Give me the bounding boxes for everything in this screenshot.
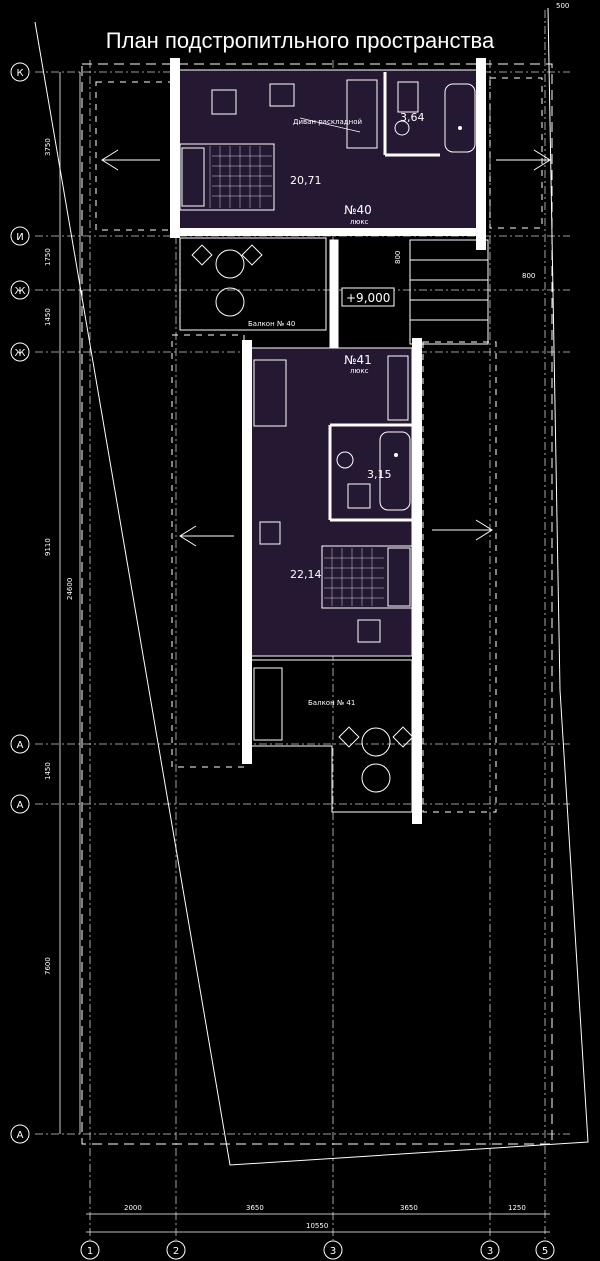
sofa-label: Диван раскладной	[293, 118, 362, 126]
room-41-type: люкс	[350, 367, 369, 375]
dim-bottom-4: 1250	[508, 1204, 526, 1212]
bottom-dim-line	[86, 1213, 550, 1233]
room-40-type: люкс	[350, 218, 369, 226]
level-mark: +9,000	[346, 291, 390, 305]
dim-bottom-total: 10550	[306, 1222, 328, 1230]
dim-left-3: 1450	[44, 308, 52, 326]
level-box	[341, 287, 395, 307]
dim-stair-small: 800	[394, 251, 402, 264]
balcony-41	[252, 659, 414, 813]
axis-bubbles-bottom	[80, 1240, 555, 1260]
axis-zh-1: Ж	[15, 286, 26, 297]
axis-bubbles-left	[10, 62, 30, 1144]
axis-a-2: А	[17, 800, 24, 811]
dim-bottom-2: 3650	[246, 1204, 264, 1212]
room-41-area: 22,14	[290, 568, 322, 581]
axis-5: 5	[542, 1246, 548, 1257]
balcony-40	[179, 237, 327, 331]
room-40-area: 20,71	[290, 174, 322, 187]
axis-i: И	[16, 232, 23, 243]
dim-left-6: 7600	[44, 957, 52, 975]
room-41-bath-area: 3,15	[367, 468, 392, 481]
room-40-number: №40	[344, 203, 372, 217]
axis-k: К	[16, 68, 23, 79]
slope-arrows	[101, 149, 551, 547]
dim-bottom-3: 3650	[400, 1204, 418, 1212]
axis-3-b: 3	[487, 1246, 493, 1257]
plan-title: План подстропитльного пространства	[105, 28, 495, 53]
balcony-40-label: Балкон № 40	[248, 320, 295, 328]
dim-top: 500	[556, 2, 569, 10]
room-41	[242, 338, 422, 824]
axis-1: 1	[87, 1246, 93, 1257]
dim-bottom-1: 2000	[124, 1204, 142, 1212]
balcony-41-label: Балкон № 41	[308, 699, 355, 707]
axis-a-3: А	[17, 1130, 24, 1141]
left-dim-line	[59, 72, 81, 1134]
dim-stair: 800	[522, 272, 535, 280]
room-41-number: №41	[344, 353, 372, 367]
axis-zh-2: Ж	[15, 348, 26, 359]
room-40	[170, 58, 486, 250]
dim-left-total: 24600	[66, 578, 74, 600]
axis-2: 2	[173, 1246, 179, 1257]
dim-left-5: 1450	[44, 762, 52, 780]
dim-left-1: 3750	[44, 138, 52, 156]
dim-left-4: 9110	[44, 538, 52, 556]
dim-left-2: 1750	[44, 248, 52, 266]
axis-a-1: А	[17, 740, 24, 751]
room-40-bath-area: 3,64	[400, 111, 425, 124]
axis-3-a: 3	[330, 1246, 336, 1257]
